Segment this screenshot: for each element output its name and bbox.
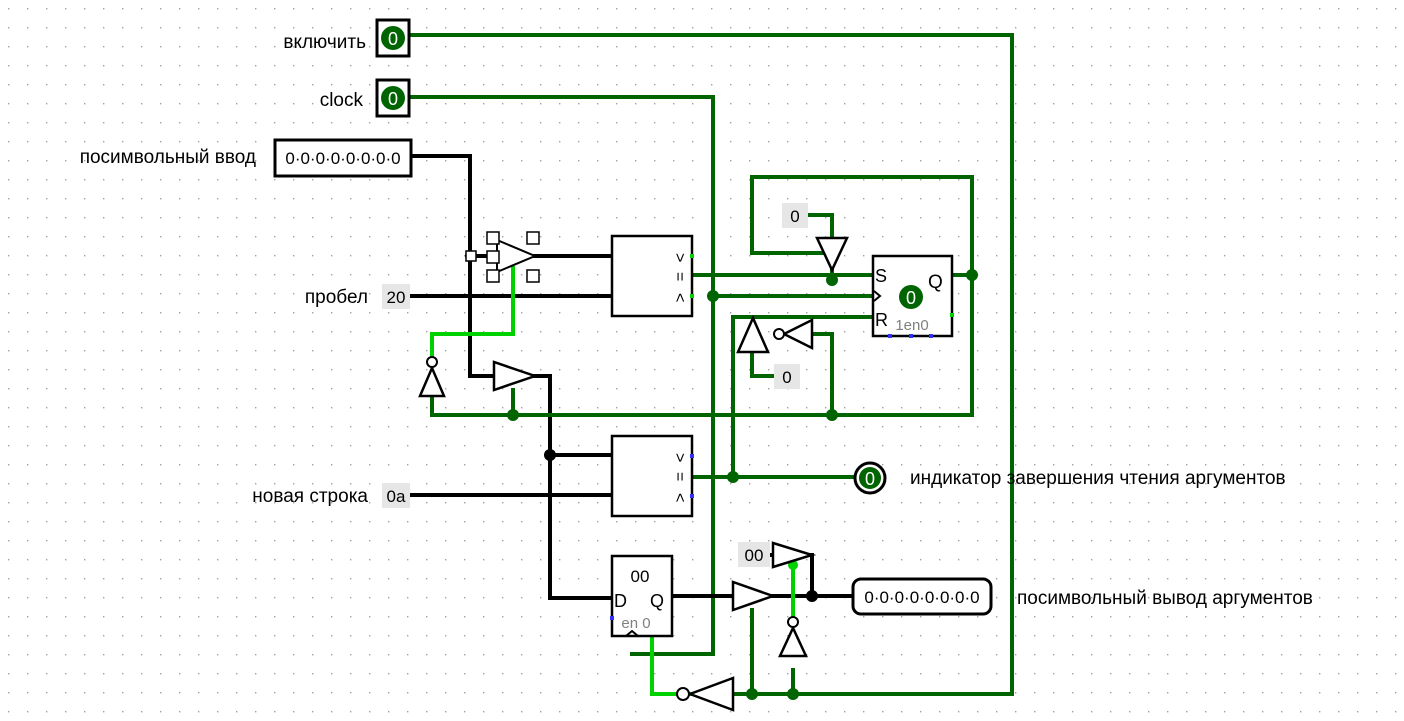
output-zero-buffer[interactable] bbox=[771, 541, 817, 569]
enable-label: включить bbox=[283, 32, 366, 53]
wire-zero-top bbox=[806, 213, 834, 240]
wires bbox=[408, 33, 1014, 696]
enable-pin-value: 0 bbox=[388, 29, 398, 49]
comparator-space-gt: > bbox=[671, 253, 688, 262]
zero-constant-top-value: 0 bbox=[790, 207, 799, 226]
newline-constant[interactable]: 0a bbox=[382, 483, 410, 508]
done-indicator-value: 0 bbox=[865, 469, 875, 489]
comparator-newline-lt: < bbox=[671, 493, 688, 502]
not-gate-left[interactable] bbox=[418, 356, 446, 398]
done-indicator-led: 0 bbox=[853, 461, 887, 495]
zero-constant-top[interactable]: 0 bbox=[782, 203, 808, 228]
comparator-space[interactable]: > = < bbox=[610, 234, 694, 318]
sr-s-label: S bbox=[875, 266, 887, 286]
char-input-label: посимвольный ввод bbox=[80, 147, 256, 168]
zero-constant-mid-value: 0 bbox=[782, 368, 791, 387]
newline-constant-value: 0a bbox=[387, 487, 406, 506]
comparator-newline-gt: > bbox=[671, 453, 688, 462]
char-output-value: 0·0·0·0·0·0·0·0 bbox=[864, 588, 979, 607]
wire-buffer2-to-reg bbox=[548, 453, 614, 600]
wire-loop-bottom bbox=[430, 273, 974, 417]
register[interactable]: 00 D Q en 0 bbox=[610, 554, 674, 638]
bottom-not-gate[interactable] bbox=[676, 676, 735, 712]
wire-loop-top bbox=[750, 175, 974, 277]
clock-pin[interactable]: 0 bbox=[375, 78, 411, 118]
space-constant[interactable]: 20 bbox=[382, 284, 410, 309]
tristate-buffer-top[interactable] bbox=[815, 236, 849, 273]
comparator-newline-eq: = bbox=[671, 472, 688, 481]
register-bottom-label: en 0 bbox=[621, 615, 650, 632]
sr-q-label: Q bbox=[928, 272, 943, 293]
controlled-buffer-1[interactable] bbox=[465, 231, 540, 283]
controlled-buffer-2[interactable] bbox=[492, 360, 539, 392]
zero-constant-mid[interactable]: 0 bbox=[774, 364, 800, 389]
sr-state-value: 0 bbox=[906, 288, 916, 308]
space-label: пробел bbox=[305, 287, 368, 308]
done-indicator-label: индикатор завершения чтения аргументов bbox=[910, 468, 1286, 489]
sr-r-label: R bbox=[875, 310, 888, 330]
clock-pin-value: 0 bbox=[388, 89, 398, 109]
char-output-label: посимвольный вывод аргументов bbox=[1017, 588, 1313, 609]
wire-char-input-bus bbox=[410, 154, 472, 258]
space-constant-value: 20 bbox=[387, 288, 406, 307]
wire-enable bbox=[408, 33, 1014, 696]
zero-constant-out[interactable]: 00 bbox=[738, 542, 770, 567]
char-input-pin[interactable]: 0·0·0·0·0·0·0·0 bbox=[273, 138, 413, 178]
sr-flip-flop[interactable]: S Q R 0 1en0 bbox=[871, 254, 954, 338]
comparator-space-eq: = bbox=[671, 272, 688, 281]
wire-zero-mid bbox=[750, 350, 774, 378]
char-output-pin: 0·0·0·0·0·0·0·0 bbox=[851, 577, 993, 616]
comparator-space-lt: < bbox=[671, 293, 688, 302]
comparator-newline[interactable]: > = < bbox=[610, 434, 694, 518]
sr-bottom-label: 1en0 bbox=[895, 317, 928, 334]
newline-label: новая строка bbox=[252, 486, 368, 507]
wire-clock bbox=[408, 95, 715, 656]
register-d-label: D bbox=[614, 591, 627, 611]
output-not-gate[interactable] bbox=[778, 616, 808, 658]
tristate-buffer-mid[interactable] bbox=[736, 314, 770, 354]
clock-label: clock bbox=[320, 90, 364, 111]
wire-buffer1-control bbox=[430, 266, 515, 358]
char-input-value: 0·0·0·0·0·0·0·0 bbox=[285, 149, 400, 168]
zero-constant-out-value: 00 bbox=[745, 546, 764, 565]
register-q-label: Q bbox=[650, 591, 664, 611]
output-buffer[interactable] bbox=[731, 580, 777, 612]
enable-pin[interactable]: 0 bbox=[375, 18, 411, 58]
wire-r-input bbox=[731, 315, 875, 479]
register-value: 00 bbox=[631, 567, 650, 586]
wire-not-mid bbox=[810, 332, 834, 417]
not-gate-mid[interactable] bbox=[773, 317, 814, 351]
